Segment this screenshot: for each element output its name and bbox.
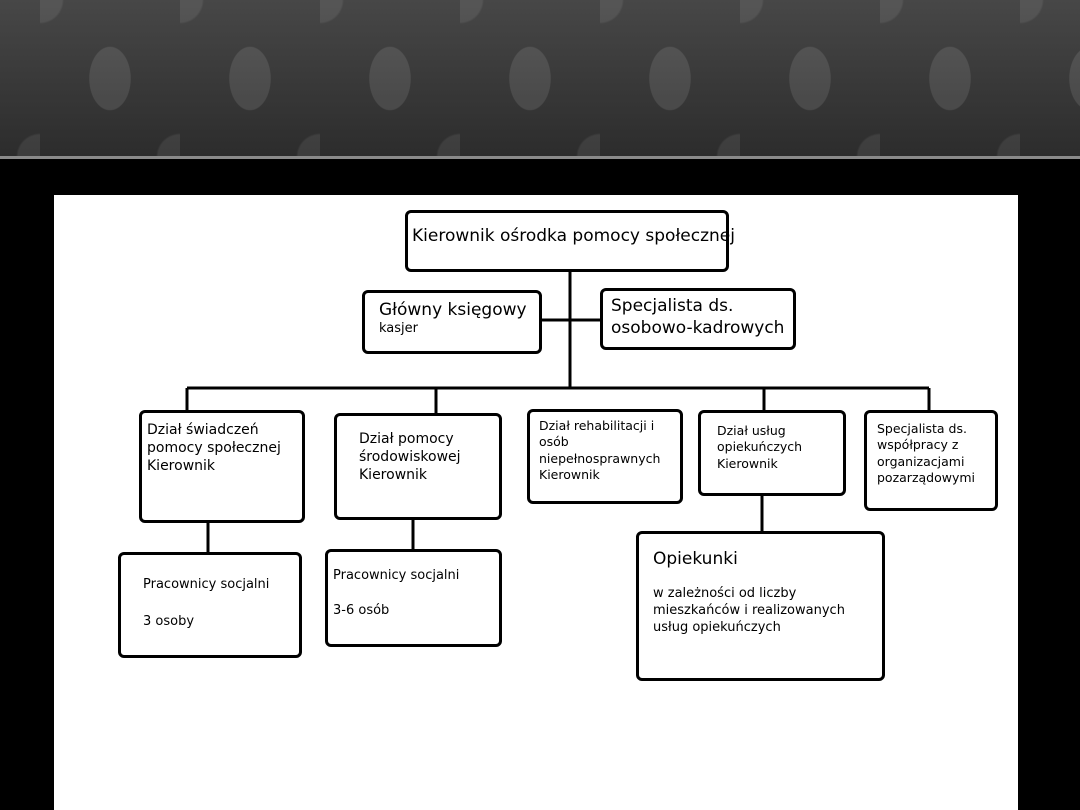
carers-desc-line: w zależności od liczby (653, 586, 797, 602)
dept-line: organizacjami (877, 453, 965, 469)
dept-line: współpracy z (877, 437, 959, 453)
dept-line: Kierownik (147, 458, 216, 475)
chief-accountant-title: Główny księgowy (379, 300, 527, 320)
chief-accountant-box: Główny księgowy kasjer (362, 290, 542, 354)
dept-line: pozarządowymi (877, 469, 976, 485)
dept-line: Specjalista ds. (877, 421, 967, 436)
dept-line: pomocy społecznej (147, 440, 281, 457)
hr-specialist-line-2: osobowo-kadrowych (611, 318, 785, 339)
sub-unit-count: 3-6 osób (333, 602, 390, 618)
dept-line: Dział rehabilitacji i (539, 418, 655, 433)
hr-specialist-box: Specjalista ds. osobowo-kadrowych (600, 288, 796, 350)
sub-unit-title: Pracownicy socjalni (143, 577, 270, 592)
sub-unit-title: Pracownicy socjalni (333, 568, 460, 583)
dept-line: Kierownik (539, 466, 600, 482)
dept-line: Dział świadczeń (147, 422, 259, 438)
carers-box: Opiekunki w zależności od liczby mieszka… (636, 531, 885, 681)
dept-benefits-box: Dział świadczeń pomocy społecznej Kierow… (139, 410, 305, 523)
connector-lines (185, 271, 931, 553)
dept-line: Dział usług (717, 423, 786, 438)
dept-line: niepełnosprawnych (539, 450, 661, 466)
dept-line: Kierownik (359, 467, 428, 484)
dept-line: Kierownik (717, 455, 778, 471)
carers-desc-line: usług opiekuńczych (653, 619, 781, 635)
head-label: Kierownik ośrodka pomocy społecznej (412, 226, 735, 246)
damask-banner (0, 0, 1080, 157)
banner-divider (0, 156, 1080, 159)
chief-accountant-subtitle: kasjer (379, 321, 418, 337)
head-box: Kierownik ośrodka pomocy społecznej (405, 210, 735, 272)
dept-line: osób (539, 434, 569, 450)
carers-title: Opiekunki (653, 549, 738, 569)
sub-unit-count: 3 osoby (143, 613, 195, 629)
ngo-specialist-box: Specjalista ds. współpracy z organizacja… (864, 410, 998, 511)
dept-care-box: Dział usług opiekuńczych Kierownik (698, 410, 846, 496)
dept-line: opiekuńczych (717, 439, 803, 455)
carers-desc-line: mieszkańców i realizowanych (653, 602, 845, 618)
org-chart-slide: Kierownik ośrodka pomocy społecznej Głów… (54, 195, 1018, 810)
social-workers-box-1: Pracownicy socjalni 3 osoby (118, 552, 302, 658)
dept-line: Dział pomocy (359, 431, 454, 447)
dept-line: środowiskowej (359, 449, 461, 466)
hr-specialist-line-1: Specjalista ds. (611, 296, 734, 316)
dept-community-box: Dział pomocy środowiskowej Kierownik (334, 413, 502, 520)
dept-rehabilitation-box: Dział rehabilitacji i osób niepełnospraw… (527, 409, 683, 504)
social-workers-box-2: Pracownicy socjalni 3-6 osób (325, 549, 502, 647)
